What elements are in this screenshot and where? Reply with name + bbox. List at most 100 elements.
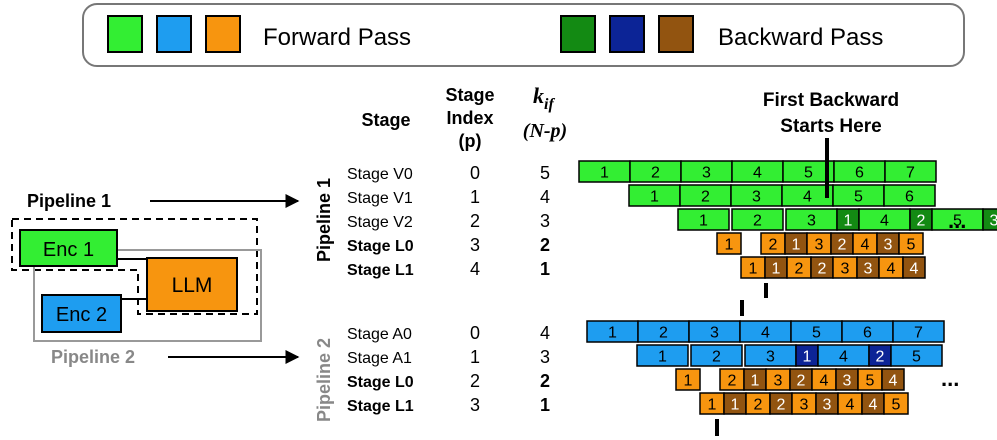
p2-r3-cell-label: 3 <box>800 397 809 414</box>
p1-r3-cell-label: 2 <box>769 237 778 254</box>
legend-swatch-forward-orange <box>205 15 241 53</box>
p2-r3-cell-label: 2 <box>777 397 786 414</box>
p2-r3-cell-label: 1 <box>708 397 717 414</box>
p2-row0-name: Stage A0 <box>347 326 412 343</box>
pipeline1-boundary <box>11 218 258 315</box>
p1-row4-p: 4 <box>470 259 480 279</box>
p1-r3-cell-label: 5 <box>907 237 916 254</box>
p1-r0-cell-label: 4 <box>753 165 762 182</box>
enc1-label: Enc 1 <box>43 239 94 261</box>
p2-r1-cell-label: 2 <box>712 349 721 366</box>
p2-r3-cell-label: 3 <box>823 397 832 414</box>
p2-row3-p: 3 <box>470 395 480 415</box>
p2-r3-cell-label: 4 <box>869 397 878 414</box>
p2-row2-name: Stage L0 <box>347 374 414 391</box>
p1-r2-cell-forward-green <box>731 208 784 231</box>
p1-r2-cell-label: 5 <box>953 213 962 230</box>
p2-r0-cell-forward-blue <box>892 320 945 343</box>
legend-swatch-backward-green <box>560 15 596 53</box>
p2-r3-cell-label: 1 <box>731 397 740 414</box>
p1-r4-cell-label: 1 <box>772 261 781 278</box>
p2-r2-cell-label: 4 <box>889 373 898 390</box>
callout-line2: Starts Here <box>780 116 881 137</box>
model-diagram: Pipeline 1 Enc 1 Enc 2 LLM Pipeline 2 <box>11 191 300 367</box>
p2-r0-cell-label: 7 <box>914 325 923 342</box>
p2-row0-k: 4 <box>540 323 550 343</box>
legend-backward-label: Backward Pass <box>718 24 883 51</box>
pipeline1-ellipsis: ... <box>948 208 966 233</box>
p1-row4-k: 1 <box>540 259 550 279</box>
legend-swatch-forward-blue <box>156 15 192 53</box>
p1-r4-cell-backward-brown <box>902 256 926 279</box>
p2-r1-cell-forward-blue <box>690 344 743 367</box>
p1-r3-cell-label: 1 <box>725 237 734 254</box>
p2-row1-p: 1 <box>470 347 480 367</box>
pipeline1-vertical-label: Pipeline 1 <box>314 178 334 262</box>
p2-r1-cell-forward-blue <box>636 344 689 367</box>
p1-r0-cell-forward-green <box>884 160 937 183</box>
pipeline2-ellipsis: ... <box>941 366 959 391</box>
p1-r1-cell-label: 6 <box>905 189 914 206</box>
p1-row3-name: Stage L0 <box>347 238 414 255</box>
pipeline1-pointer-label: Pipeline 1 <box>27 191 111 211</box>
p2-r0-cell-label: 6 <box>863 325 872 342</box>
p1-r2-cell-label: 4 <box>880 213 889 230</box>
p2-r3-cell-label: 2 <box>754 397 763 414</box>
p2-r0-cell-label: 4 <box>761 325 770 342</box>
header-k-expr: (N-p) <box>523 120 567 142</box>
p2-r0-cell-label: 2 <box>659 325 668 342</box>
p2-r1-cell-label: 3 <box>766 349 775 366</box>
p1-r3-cell-label: 2 <box>838 237 847 254</box>
enc1-box <box>19 229 118 267</box>
p2-r3-cell-label: 5 <box>892 397 901 414</box>
p1-r4-cell-label: 2 <box>818 261 827 278</box>
p1-r1-cell-label: 4 <box>803 189 812 206</box>
header-k-sub: if <box>544 96 555 113</box>
llm-label: LLM <box>172 274 213 297</box>
p2-r1-cell-forward-blue <box>890 344 943 367</box>
p1-r1-cell-label: 1 <box>650 189 659 206</box>
p1-r4-cell-label: 2 <box>795 261 804 278</box>
llm-box <box>146 257 238 312</box>
p1-row1-name: Stage V1 <box>347 190 413 207</box>
p1-r4-cell-label: 3 <box>864 261 873 278</box>
p2-row3-k: 1 <box>540 395 550 415</box>
p2-r2-cell-forward-orange <box>675 368 701 391</box>
p1-r3-cell-label: 3 <box>884 237 893 254</box>
p1-r4-cell-label: 4 <box>910 261 919 278</box>
legend: Forward Pass Backward Pass <box>82 3 965 67</box>
legend-swatch-forward-green <box>107 15 143 53</box>
p1-r0-cell-label: 1 <box>600 165 609 182</box>
p2-row2-k: 2 <box>540 371 550 391</box>
p1-r0-cell-label: 7 <box>906 165 915 182</box>
pipeline2-pointer-label: Pipeline 2 <box>51 347 135 367</box>
pipeline2-vertical-label: Pipeline 2 <box>314 338 334 422</box>
p1-r3-cell-label: 3 <box>815 237 824 254</box>
p1-r2-cell-label: 2 <box>753 213 762 230</box>
p2-r3-cell-label: 4 <box>846 397 855 414</box>
p1-row0-k: 5 <box>540 163 550 183</box>
p1-row0-name: Stage V0 <box>347 166 413 183</box>
p2-r0-cell-label: 5 <box>812 325 821 342</box>
p2-r1-cell-label: 1 <box>803 349 812 366</box>
p1-r2-cell-label: 3 <box>990 213 997 230</box>
p1-row1-p: 1 <box>470 187 480 207</box>
p1-r2-cell-backward-green <box>982 208 997 231</box>
p2-row0-p: 0 <box>470 323 480 343</box>
p2-row3-name: Stage L1 <box>347 398 414 415</box>
p1-r1-cell-forward-green <box>883 184 936 207</box>
p1-r0-cell-label: 2 <box>651 165 660 182</box>
p2-r3-cell-forward-orange <box>883 392 909 415</box>
stage-table: Stage V0 0 5 Stage V1 1 4 Stage V2 2 3 S… <box>347 163 550 415</box>
p1-row3-p: 3 <box>470 235 480 255</box>
p1-row4-name: Stage L1 <box>347 262 414 279</box>
p2-r0-cell-label: 3 <box>710 325 719 342</box>
legend-swatch-backward-brown <box>658 15 694 53</box>
p1-row2-p: 2 <box>470 211 480 231</box>
p1-r4-cell-label: 4 <box>887 261 896 278</box>
p1-r1-cell-label: 3 <box>752 189 761 206</box>
p1-row0-p: 0 <box>470 163 480 183</box>
p1-row1-k: 4 <box>540 187 550 207</box>
